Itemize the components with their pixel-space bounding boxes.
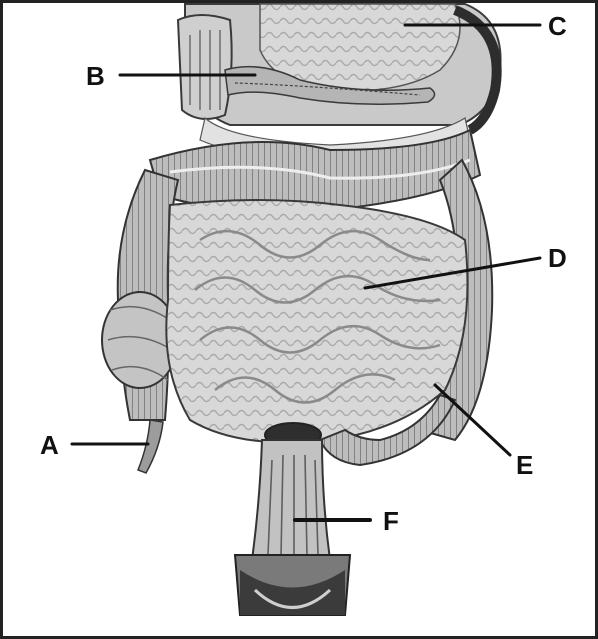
label-b: B [86,61,105,91]
label-d: D [548,243,567,273]
label-a: A [40,430,59,460]
label-e: E [516,450,533,480]
label-c: C [548,11,567,41]
label-f: F [383,506,399,536]
small-intestine [166,200,467,443]
